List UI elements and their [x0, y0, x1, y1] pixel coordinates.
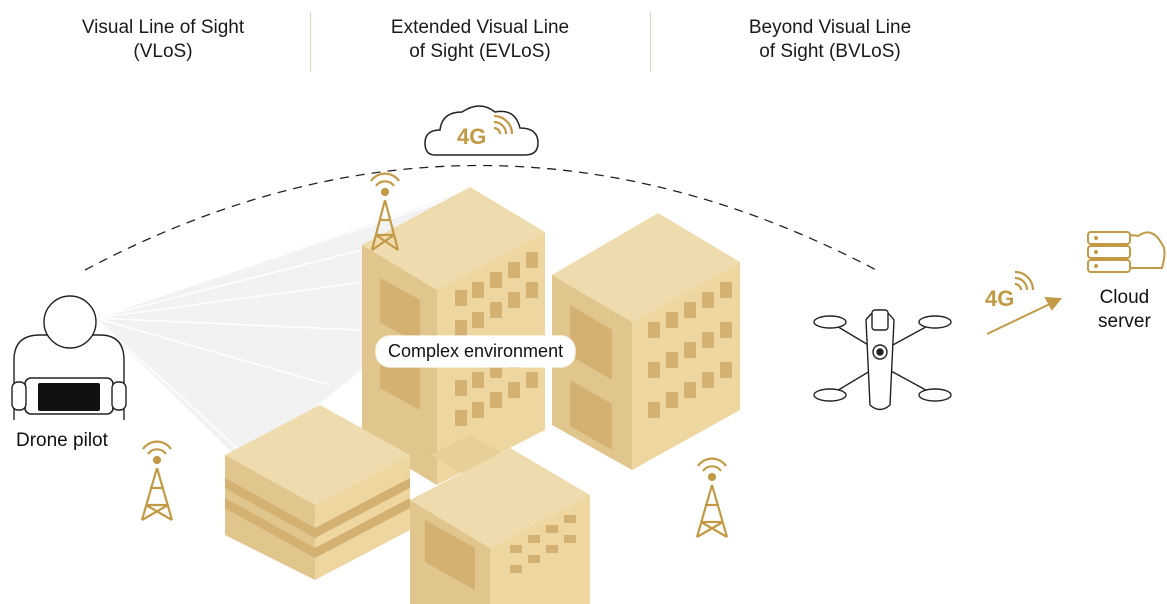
arrow-icon — [986, 296, 1062, 335]
server-icon — [1087, 231, 1166, 273]
cloud-server-line1: Cloud — [1099, 287, 1150, 308]
building-low-left — [225, 405, 410, 580]
cloud-server-label: Cloud server — [1098, 286, 1151, 334]
cell-tower-icon — [140, 440, 174, 521]
cloud-network-label: 4G — [457, 124, 487, 149]
cloud-server-line2: server — [1098, 311, 1151, 332]
header-evlos-line1: Extended Visual Line — [390, 17, 570, 38]
signal-icon — [1014, 270, 1035, 291]
cloud-icon — [424, 105, 539, 156]
header-evlos-line2: of Sight (EVLoS) — [409, 41, 551, 62]
cell-tower-icon — [695, 457, 729, 538]
building-tall-left — [362, 187, 545, 485]
drone-icon — [813, 309, 952, 411]
header-bvlos-line2: of Sight (BVLoS) — [759, 41, 901, 62]
header-vlos: Visual Line of Sight (VLoS) — [48, 16, 278, 64]
building-low-center — [410, 435, 590, 604]
complex-environment-label: Complex environment — [376, 336, 576, 367]
drone-pilot-label: Drone pilot — [16, 430, 108, 451]
header-vlos-line1: Visual Line of Sight — [81, 17, 245, 38]
header-bvlos: Beyond Visual Line of Sight (BVLoS) — [710, 16, 950, 64]
column-divider — [310, 12, 311, 72]
signal-arc — [84, 164, 881, 273]
column-divider — [650, 12, 651, 72]
header-evlos: Extended Visual Line of Sight (EVLoS) — [360, 16, 600, 64]
header-vlos-line2: (VLoS) — [133, 41, 193, 62]
header-bvlos-line1: Beyond Visual Line — [748, 17, 912, 38]
controller-icon — [11, 377, 127, 415]
cell-tower-icon — [370, 172, 400, 251]
building-tall-right — [552, 213, 740, 470]
link-network-label: 4G — [985, 286, 1015, 311]
